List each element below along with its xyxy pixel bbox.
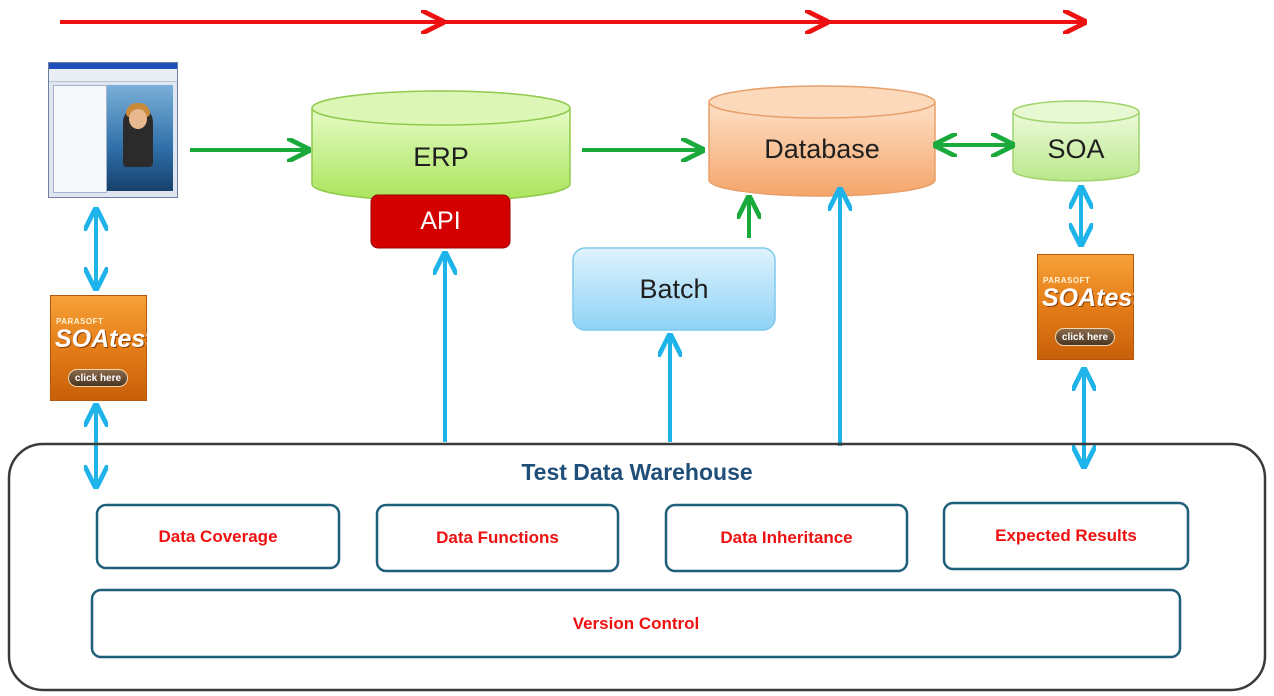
batch-box	[572, 247, 776, 331]
window-titlebar	[49, 63, 177, 69]
database-label: Database	[764, 133, 880, 164]
data-inheritance-box	[664, 503, 909, 573]
data-inheritance-label: Data Inheritance	[720, 528, 853, 547]
warehouse-link-arrows	[96, 190, 1084, 484]
soatest-name-text: SOAtest	[1042, 284, 1134, 312]
data-flow-arrows	[190, 145, 1010, 238]
soatest-logo-left[interactable]: PARASOFT SOAtest click here	[50, 295, 147, 401]
version-control-box	[90, 588, 1182, 659]
warehouse-title: Test Data Warehouse	[521, 458, 753, 485]
soatest-name-text: SOAtest	[55, 325, 147, 353]
soatest-brand-text: PARASOFT	[56, 317, 104, 326]
soatest-click-here-button[interactable]: click here	[68, 369, 128, 387]
erp-label: ERP	[413, 141, 469, 172]
expected-results-box	[942, 501, 1190, 571]
application-screenshot	[48, 62, 178, 198]
database-cylinder	[708, 85, 936, 197]
login-panel	[53, 85, 107, 193]
person-face	[129, 109, 147, 129]
api-label: API	[420, 207, 461, 235]
data-coverage-box	[95, 503, 341, 570]
soatest-brand-text: PARASOFT	[1043, 276, 1091, 285]
soa-label: SOA	[1047, 133, 1105, 164]
window-menubar	[49, 69, 177, 82]
api-box	[370, 194, 511, 249]
soa-cylinder	[1012, 100, 1140, 182]
version-control-label: Version Control	[572, 613, 700, 633]
data-functions-label: Data Functions	[436, 528, 559, 547]
expected-results-label: Expected Results	[995, 526, 1137, 545]
warehouse-container	[7, 442, 1267, 692]
batch-label: Batch	[639, 273, 709, 304]
data-functions-box	[375, 503, 620, 573]
soatest-logo-right[interactable]: PARASOFT SOAtest click here	[1037, 254, 1134, 360]
warehouse-boxes	[90, 501, 1190, 659]
soatest-click-here-button[interactable]: click here	[1055, 328, 1115, 346]
data-coverage-label: Data Coverage	[158, 526, 278, 546]
